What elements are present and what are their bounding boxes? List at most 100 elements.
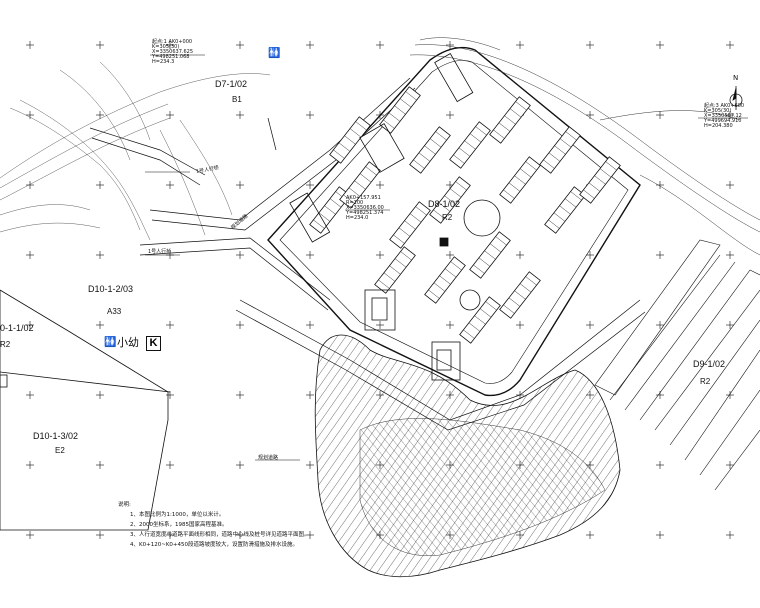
building-unit-line [468,322,481,332]
building-unit-line [508,297,521,307]
building-unit-line [433,209,445,219]
building-unit-line [458,147,471,157]
building-unit-line [553,212,566,222]
building-unit-line [418,152,431,162]
building-unit-line [439,275,451,285]
building-unit-line [389,265,401,275]
building-unit-line [449,188,462,198]
building-unit-line [503,189,515,199]
building-unit-line [514,175,526,185]
note-item: 1、本图比例为1:1000，单位以米计。 [130,512,225,518]
road-label: 规划道路 [258,455,279,461]
building-unit-line [473,264,485,274]
building-unit-line [594,175,606,185]
building-unit-line [493,129,505,139]
parcel-code: D7-1/02 [215,79,248,89]
building-unit-line [450,261,462,271]
building-unit-line [424,145,436,155]
contour-lines-left [0,61,271,241]
building-unit-line [348,187,361,197]
notes-title: 说明: [118,502,131,508]
building-unit-line [444,268,457,278]
building-unit-line [318,212,331,222]
building-unit-line [469,133,482,143]
building-unit-line [433,282,446,292]
building-unit-line [519,283,532,293]
building-unit-line [378,279,390,289]
building-unit-line [525,276,537,286]
building-unit-line [404,220,416,230]
building-unit-line [599,168,612,178]
building-unit-line [428,289,440,299]
building-unit-line [508,182,521,192]
residential-buildings [309,86,621,344]
building-unit-line [349,128,362,138]
building-unit-line [343,194,355,204]
building-unit-line [383,119,395,129]
building-unit-line [564,198,577,208]
building-unit-line [495,236,507,246]
building-unit-line [588,182,601,192]
building-unit-line [479,308,492,318]
building-unit-line [525,161,537,171]
building-unit-line [475,126,487,136]
building-unit-line [393,234,405,244]
building-unit-line [464,140,476,150]
building-unit-line [515,101,527,111]
building-unit-line [503,304,515,314]
parcel-boundaries-left [0,289,171,531]
parcel-zone: E2 [55,446,65,455]
building-unit-line [333,149,345,159]
building-unit-line [498,122,511,132]
building-unit-line [400,251,412,261]
parcel-zone: R2 [700,377,711,386]
building-unit-line [504,115,516,125]
building-unit-line [444,195,456,205]
building-unit-line [509,108,522,118]
building-unit-line [474,315,486,325]
survey-point: 起点:3 AK0+600 K=305(30) X=3350567.12 Y=49… [704,103,745,129]
note-item: 4、K0+120~K0+450段道路坡度较大，设置防滑措施及排水设施。 [130,542,299,548]
building-unit-line [548,152,561,162]
building-unit-line [324,205,336,215]
building-unit-line [415,206,427,216]
building-unit-line [313,219,325,229]
building-unit-line [514,290,526,300]
building-unit-line [565,131,577,141]
building-unit-line [344,135,356,145]
building-unit-line [413,159,425,169]
building-unit-line [383,272,396,282]
outer-curves [409,37,760,256]
toilet-icon: 🚻 [104,337,117,348]
building-unit-line [355,121,367,131]
building-unit-line [338,142,351,152]
building-unit-line [405,91,417,101]
building-unit-line [463,329,475,339]
site-boundary [267,46,641,397]
building-unit-line [543,159,555,169]
facility-letter-box: K [146,336,161,351]
survey-point: AK0+157.951 R=100 X=3350636.00 Y=498251.… [346,195,384,221]
parcel-code: D10-1-3/02 [33,431,79,441]
facility-label: 小幼 [117,336,139,349]
building-unit-line [484,250,496,260]
building-unit-line [489,243,502,253]
building-unit-line [329,198,342,208]
north-label: N [733,74,739,82]
toilet-icon: 🚻 [268,48,281,59]
building-unit-line [554,145,566,155]
drawing-notes: 说明: 1、本图比例为1:1000，单位以米计。 2、2000坐标系，1985国… [118,500,368,550]
building-unit-line [453,154,465,164]
building-unit-line [388,112,401,122]
slope-hatch-area [314,334,621,578]
building-unit-line [399,98,412,108]
building-unit-line [570,191,582,201]
building-unit-line [365,166,377,176]
building-unit-line [559,205,571,215]
building-unit-line [559,138,572,148]
north-arrow [729,86,743,110]
building-unit-line [605,161,617,171]
building-unit-line [435,131,447,141]
building-unit-line [519,168,532,178]
